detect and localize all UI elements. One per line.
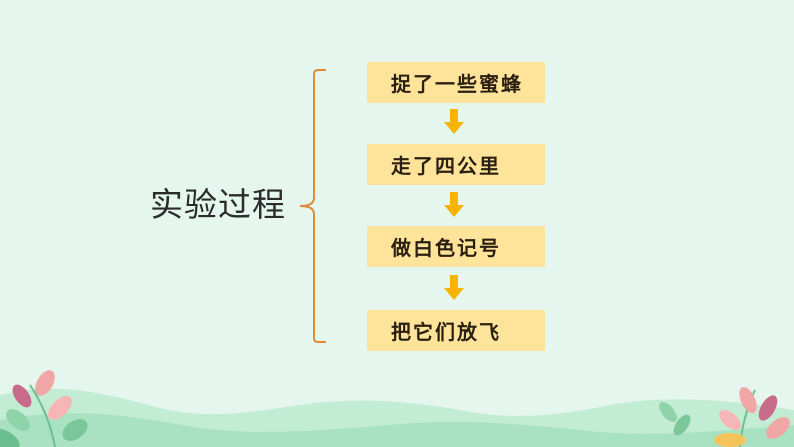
curly-bracket bbox=[299, 69, 326, 343]
left-leaf-icon bbox=[0, 370, 88, 447]
step-box-1: 捉了一些蜜蜂 bbox=[367, 62, 545, 103]
down-arrow-icon bbox=[444, 275, 464, 300]
step-box-2: 走了四公里 bbox=[367, 144, 545, 185]
right-leaf-icon bbox=[659, 386, 790, 447]
experiment-process-label: 实验过程 bbox=[150, 185, 286, 224]
step-box-4: 把它们放飞 bbox=[367, 310, 545, 351]
down-arrow-icon bbox=[444, 109, 464, 134]
down-arrow-icon bbox=[444, 192, 464, 217]
step-box-3: 做白色记号 bbox=[367, 226, 545, 267]
